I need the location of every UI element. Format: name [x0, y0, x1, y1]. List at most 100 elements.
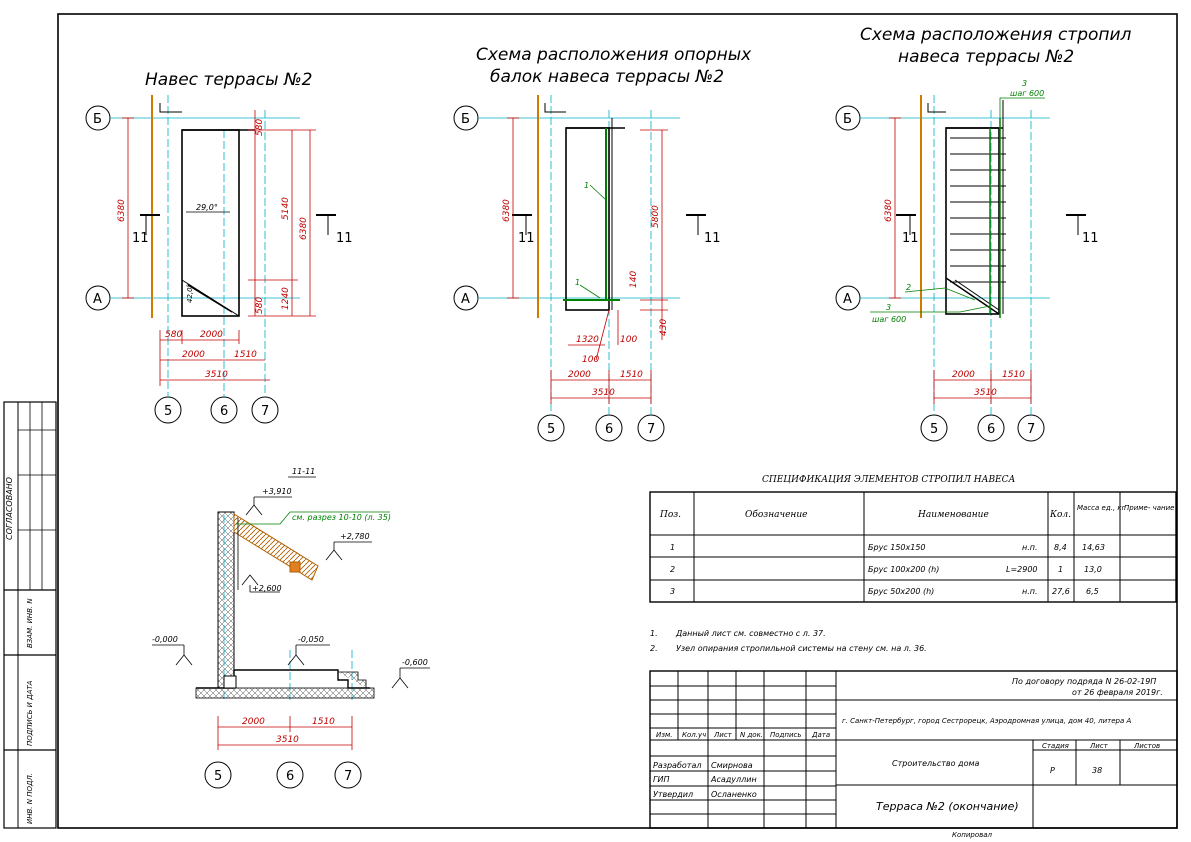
section-dim-2000: 2000	[242, 717, 265, 727]
level-0600: -0,600	[402, 658, 428, 667]
section-11-11: 11-11 +3,910 см. разрез 10-10 (л. 35) +2…	[152, 467, 430, 789]
stamp-role-1: Разработал	[653, 761, 701, 770]
stamp-role-3: Утвердил	[653, 790, 693, 799]
plan1-title: Навес террасы №2	[145, 70, 312, 90]
stamp-name-1: Смирнова	[711, 761, 753, 770]
plan3-title-line1: Схема расположения стропил	[860, 25, 1132, 45]
plan2-dim-5800: 5800	[651, 205, 661, 228]
stamp-address: г. Санкт-Петербург, город Сестрорецк, Аэ…	[842, 717, 1131, 725]
spec-row1-qty: 8,4	[1054, 543, 1067, 552]
plan3-cut-right: 11	[1082, 231, 1099, 246]
note-1-num: 1.	[650, 629, 658, 638]
level-0050: -0,050	[298, 635, 324, 644]
plan2-axis-7: 7	[647, 422, 655, 437]
plan1-dim-2000b: 2000	[182, 350, 205, 360]
section-axis-5: 5	[214, 769, 222, 784]
axis-5-label: 5	[164, 404, 172, 419]
stamp-hdr-ndok: N док.	[740, 731, 763, 739]
plan1-dim-1510: 1510	[234, 350, 257, 360]
notes: 1. Данный лист см. совместно с л. 37. 2.…	[650, 629, 927, 653]
plan3-axis-7: 7	[1027, 422, 1035, 437]
plan3-dim-2000: 2000	[952, 370, 975, 380]
plan1-dim-3510: 3510	[205, 370, 228, 380]
section-title: 11-11	[292, 467, 315, 476]
axis-a-label: А	[93, 292, 102, 307]
plan2-dim-2000: 2000	[568, 370, 591, 380]
stamp-sheet: 38	[1092, 766, 1102, 775]
section-axis-7: 7	[344, 769, 352, 784]
plan3-axis-6: 6	[987, 422, 995, 437]
spec-row3-pos: 3	[670, 587, 675, 596]
spec-row2-pos: 2	[670, 565, 675, 574]
stamp-role-2: ГИП	[653, 775, 669, 784]
rafter-lines	[950, 137, 1006, 283]
side-podp-label: ПОДПИСЬ И ДАТА	[26, 680, 34, 746]
spec-row3-qty: 27,6	[1052, 587, 1070, 596]
section-ref-note: см. разрез 10-10 (л. 35)	[292, 513, 391, 522]
plan3-dim-6380: 6380	[884, 199, 894, 222]
plan3-step-top: шаг 600	[1010, 89, 1044, 98]
title-block: Изм. Кол.уч Лист N док. Подпись Дата Раз…	[649, 670, 1178, 839]
stamp-object: Строительство дома	[892, 759, 980, 768]
spec-header-name: Наименование	[917, 510, 989, 520]
plan2-dim-140: 140	[629, 271, 639, 288]
plan-support-beams: Схема расположения опорных балок навеса …	[453, 45, 752, 442]
stamp-name-3: Осланенко	[711, 790, 757, 799]
spec-table: СПЕЦИФИКАЦИЯ ЭЛЕМЕНТОВ СТРОПИЛ НАВЕСА По…	[649, 475, 1177, 603]
side-agreed-label: СОГЛАСОВАНО	[5, 477, 14, 540]
side-inv-label: ИНВ. N ПОДЛ.	[26, 773, 34, 824]
spec-row3-unit: н.п.	[1022, 587, 1038, 596]
note-1-text: Данный лист см. совместно с л. 37.	[675, 629, 826, 638]
stamp-hdr-izm: Изм.	[656, 731, 672, 739]
spec-row2-mass: 13,0	[1084, 565, 1102, 574]
stamp-format: Копировал	[952, 831, 993, 839]
plan3-axis-a: А	[843, 292, 852, 307]
axis-6-label: 6	[220, 404, 228, 419]
level-0000: -0,000	[152, 635, 178, 644]
spec-row1-pos: 1	[670, 543, 675, 552]
plan1-dim-580: 580	[165, 330, 182, 340]
plan3-dim-3510: 3510	[974, 388, 997, 398]
plan2-dim-3510: 3510	[592, 388, 615, 398]
section-dim-1510: 1510	[312, 717, 335, 727]
plan3-axis-b: Б	[843, 112, 852, 127]
stamp-hdr-data: Дата	[811, 731, 830, 739]
plan2-mark-1b: 1	[575, 278, 580, 287]
spec-row1-unit: н.п.	[1022, 543, 1038, 552]
plan2-dim-1320: 1320	[576, 335, 599, 345]
plan3-dim-1510: 1510	[1002, 370, 1025, 380]
level-3910: +3,910	[262, 487, 292, 496]
plan1-dim-5140: 5140	[281, 197, 291, 220]
plan-canopy: Навес террасы №2 Б А 5 6 7 29,0° 42,0° 1…	[85, 70, 353, 424]
section-dim-3510: 3510	[276, 735, 299, 745]
plan2-dim-100a: 100	[620, 335, 637, 345]
spec-row1-mass: 14,63	[1082, 543, 1105, 552]
stamp-stage-label: Стадия	[1042, 742, 1069, 750]
plan3-title-line2: навеса террасы №2	[898, 47, 1074, 67]
plan2-axis-6: 6	[605, 422, 613, 437]
stamp-sheet-label: Лист	[1089, 742, 1109, 750]
spec-header-pos: Поз.	[659, 510, 681, 520]
plan1-cut-left: 11	[132, 231, 149, 246]
plan2-title-line2: балок навеса террасы №2	[490, 67, 724, 87]
plan1-cut-right: 11	[336, 231, 353, 246]
section-axis-6: 6	[286, 769, 294, 784]
plan2-dim-430: 430	[659, 319, 669, 336]
plan2-mark-1a: 1	[584, 181, 589, 190]
stamp-sheet-title: Терраса №2 (окончание)	[876, 800, 1019, 813]
plan1-dim-580-top: 580	[255, 119, 265, 136]
note-2-text: Узел опирания стропильной системы на сте…	[676, 644, 927, 653]
level-2780: +2,780	[340, 532, 370, 541]
axis-b-label: Б	[93, 112, 102, 127]
spec-header-mass: Масса ед., кг	[1077, 504, 1126, 512]
plan2-cut-right: 11	[704, 231, 721, 246]
plan2-dim-100b: 100	[582, 355, 599, 365]
plan-rafters: Схема расположения стропил навеса террас…	[835, 25, 1132, 442]
plan3-axis-5: 5	[930, 422, 938, 437]
side-vzam-label: ВЗАМ. ИНВ. N	[26, 598, 34, 648]
note-2-num: 2.	[650, 644, 658, 653]
spec-row2-name: Брус 100х200 (h)	[868, 565, 939, 574]
plan2-title-line1: Схема расположения опорных	[476, 45, 752, 65]
stamp-contract-1: По договору подряда N 26-02-19П	[1012, 677, 1156, 686]
